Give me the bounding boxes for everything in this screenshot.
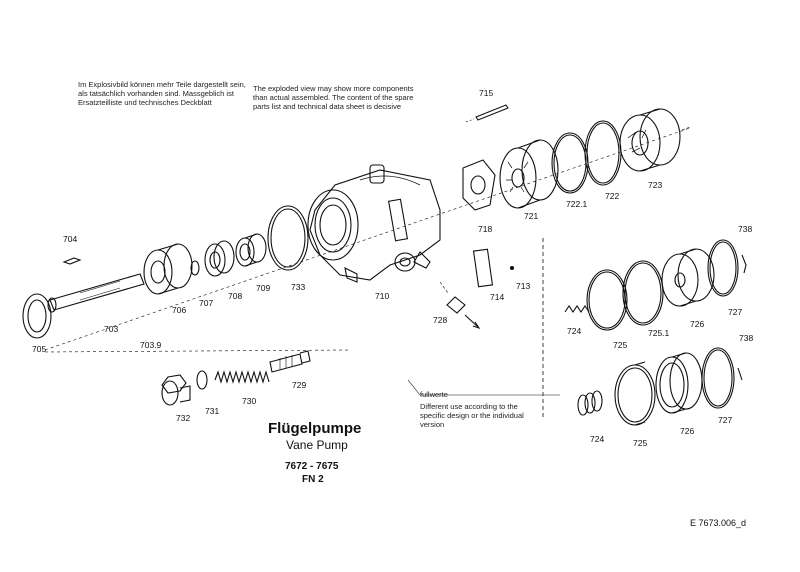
label-722-1: 722.1 [566,199,588,209]
circlip-705 [22,293,52,339]
note-different-design: Different use according to the specific … [420,402,524,429]
label-725-lower: 725 [633,438,648,448]
label-730: 730 [242,396,257,406]
label-715: 715 [479,88,494,98]
label-718: 718 [478,224,493,234]
label-725-upper: 725 [613,340,628,350]
ring-725-1 [622,260,664,326]
valve-729 [269,350,311,373]
ring-707 [190,260,200,276]
note-german: Im Explosivbild können mehr Teile darges… [78,80,246,107]
document-reference: E 7673.006_d [690,518,747,528]
label-704: 704 [63,234,78,244]
note-fullwerte: fullwerte [420,390,448,399]
label-713: 713 [516,281,531,291]
label-721: 721 [524,211,539,221]
variant: FN 2 [302,474,324,485]
label-738-lower: 738 [739,333,754,343]
label-726-lower: 726 [680,426,695,436]
axis-line [44,127,691,351]
label-709: 709 [256,283,271,293]
label-705: 705 [32,344,47,354]
rotor-721 [499,139,559,209]
spring-730 [214,370,270,384]
ring-731 [196,370,208,390]
ring-727a [707,239,739,297]
ring-725a [586,269,628,331]
bearing-706 [143,243,193,295]
label-727-lower: 727 [718,415,733,425]
housing-710 [307,164,441,283]
fitting-728 [439,281,481,330]
pin-713 [509,265,515,271]
seal-708 [204,240,235,277]
model-range: 7672 - 7675 [285,461,339,472]
label-707: 707 [199,298,214,308]
label-728: 728 [433,315,448,325]
cam-ring-718 [462,159,496,211]
needle-bearing-709 [235,233,267,267]
label-729: 729 [292,380,307,390]
spring-724a [564,305,590,313]
label-733: 733 [291,282,306,292]
label-725-1: 725.1 [648,328,670,338]
plate-714 [472,248,494,288]
title-german: Flügelpumpe [268,420,362,437]
cover-726a [661,248,715,307]
label-703-9: 703.9 [140,340,162,350]
label-727-upper: 727 [728,307,743,317]
ring-722 [584,120,622,186]
clip-738b [737,367,743,381]
label-732: 732 [176,413,191,423]
label-710: 710 [375,291,390,301]
clip-738a [741,254,747,274]
shaft-703 [49,273,145,311]
label-726-upper: 726 [690,319,705,329]
label-722: 722 [605,191,620,201]
label-731: 731 [205,406,220,416]
ring-727b [701,347,735,409]
label-724-upper: 724 [567,326,582,336]
label-703: 703 [104,324,119,334]
axis-line-lower [44,349,351,353]
ring-725b [614,361,656,426]
cover-723 [619,108,681,172]
label-714: 714 [490,292,505,302]
label-708: 708 [228,291,243,301]
pin-715 [465,104,509,123]
key-704 [62,257,82,265]
oring-733 [267,205,309,271]
label-724-lower: 724 [590,434,605,444]
spring-724b [577,390,603,416]
label-723: 723 [648,180,663,190]
label-738-upper: 738 [738,224,753,234]
plug-732 [161,374,191,406]
label-706: 706 [172,305,187,315]
title-english: Vane Pump [286,438,348,452]
note-english: The exploded view may show more componen… [253,84,414,111]
cover-726b [655,352,703,414]
